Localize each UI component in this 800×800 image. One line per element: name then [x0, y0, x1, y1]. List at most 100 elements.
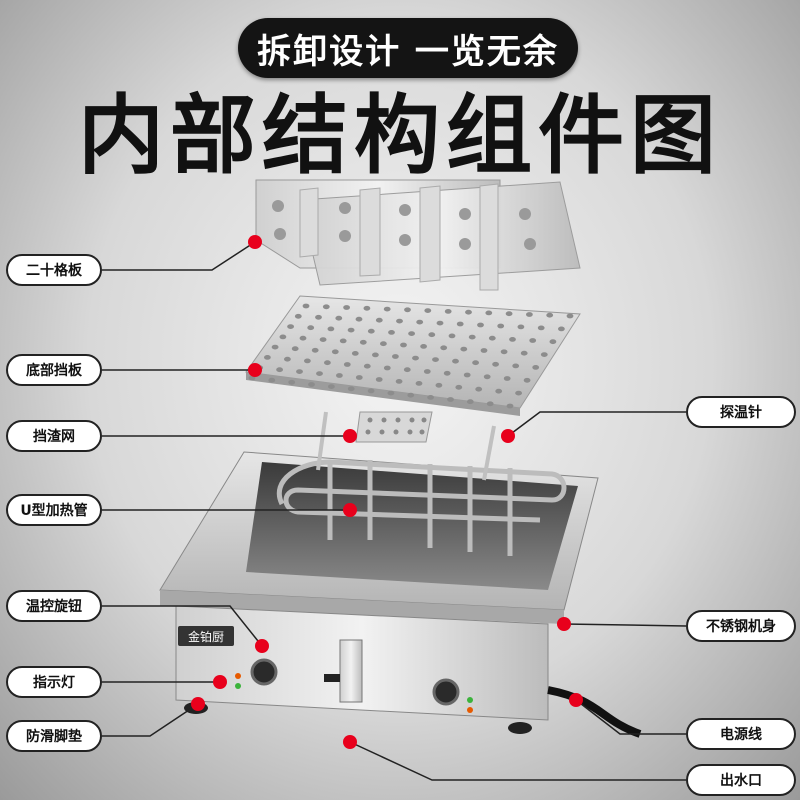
label-water-outlet: 出水口	[686, 764, 796, 796]
baffle-hole	[492, 361, 499, 367]
baffle-hole	[299, 335, 307, 341]
baffle-hole	[307, 325, 315, 331]
baffle-hole	[351, 351, 359, 356]
brand-plate: 金铂厨	[188, 629, 224, 644]
baffle-hole	[387, 390, 395, 396]
baffle-hole	[383, 306, 391, 312]
baffle-hole	[420, 344, 427, 349]
subtitle-banner: 拆卸设计 一览无余	[238, 18, 578, 78]
baffle-hole	[408, 331, 415, 336]
baffle-hole	[372, 352, 379, 358]
baffle-hole	[546, 312, 554, 318]
baffle-hole	[517, 324, 525, 330]
baffle-hole	[427, 395, 434, 400]
baffle-hole	[540, 352, 548, 357]
baffle-hole	[447, 397, 454, 402]
baffle-hole	[505, 311, 513, 317]
baffle-hole	[335, 315, 343, 321]
baffle-hole	[532, 365, 540, 370]
baffle-hole	[328, 384, 335, 389]
baffle-hole	[515, 390, 522, 396]
baffle-hole	[486, 401, 494, 407]
baffle-hole	[347, 386, 355, 392]
baffle-hole	[497, 323, 505, 329]
label-residue-net: 挡渣网	[6, 420, 102, 452]
baffle-hole	[495, 388, 503, 394]
baffle-hole	[324, 360, 331, 366]
baffle-hole	[526, 312, 533, 317]
baffle-hole	[512, 363, 520, 369]
baffle-hole	[480, 348, 488, 353]
baffle-hole	[380, 341, 387, 347]
baffle-hole	[549, 339, 557, 345]
baffle-hole	[319, 337, 327, 342]
label-anti-slip-pad: 防滑脚垫	[6, 720, 102, 752]
baffle-hole	[395, 379, 403, 384]
label-grid-plate: 二十格板	[6, 254, 102, 286]
baffle-hole	[375, 377, 383, 382]
residue-net-part	[355, 411, 433, 443]
baffle-hole	[440, 345, 448, 351]
label-power-cord: 电源线	[686, 718, 796, 750]
baffle-hole	[311, 347, 319, 353]
baffle-hole	[388, 330, 395, 335]
baffle-hole	[403, 367, 411, 373]
baffle-hole	[296, 369, 303, 374]
baffle-hole	[268, 377, 276, 383]
baffle-hole	[566, 313, 574, 319]
baffle-hole	[503, 376, 511, 381]
page-title: 内部结构组件图	[78, 86, 722, 186]
baffle-hole	[396, 318, 403, 324]
baffle-hole	[304, 358, 311, 364]
baffle-hole	[537, 325, 545, 331]
left-knob-icon	[250, 658, 278, 686]
baffle-hole	[336, 373, 343, 378]
baffle-hole	[288, 379, 296, 385]
baffle-hole	[444, 309, 452, 314]
baffle-hole	[475, 386, 483, 392]
baffle-hole	[436, 320, 444, 326]
baffle-hole	[466, 399, 474, 405]
baffle-hole	[271, 344, 279, 350]
baffle-hole	[316, 371, 323, 376]
baffle-hole	[424, 308, 432, 313]
baffle-hole	[529, 338, 537, 343]
baffle-hole	[448, 333, 456, 339]
baffle-hole	[331, 349, 339, 355]
baffle-hole	[339, 338, 347, 344]
label-temp-probe: 探温针	[686, 396, 796, 428]
baffle-hole	[407, 392, 415, 398]
baffle-hole	[322, 304, 330, 310]
baffle-hole	[506, 403, 514, 409]
baffle-hole	[367, 328, 375, 334]
baffle-hole	[432, 357, 439, 362]
callout-lines	[102, 241, 687, 781]
baffle-hole	[363, 305, 371, 311]
baffle-hole	[456, 321, 464, 327]
baffle-hole	[359, 339, 367, 345]
label-indicator-light: 指示灯	[6, 666, 102, 698]
baffle-hole	[443, 370, 451, 376]
baffle-hole	[392, 354, 399, 359]
temp-probe-part	[316, 411, 496, 481]
baffle-hole	[355, 375, 363, 380]
baffle-hole	[276, 367, 283, 373]
baffle-hole	[264, 355, 271, 360]
baffle-hole	[315, 314, 322, 320]
baffle-hole	[455, 384, 463, 390]
baffle-hole	[423, 369, 431, 374]
baffle-hole	[523, 377, 531, 383]
label-steel-body: 不锈钢机身	[686, 610, 796, 642]
label-heating-tube: U型加热管	[6, 494, 102, 526]
baffle-hole	[343, 362, 351, 367]
baffle-hole	[279, 334, 287, 340]
baffle-hole	[383, 365, 391, 371]
baffle-hole	[500, 349, 508, 355]
baffle-hole	[404, 307, 411, 313]
baffle-hole	[355, 316, 363, 322]
baffle-hole	[400, 342, 407, 348]
baffle-hole	[472, 360, 479, 366]
baffle-hole	[291, 346, 299, 352]
baffle-hole	[428, 332, 436, 338]
water-tap-icon	[339, 639, 363, 703]
